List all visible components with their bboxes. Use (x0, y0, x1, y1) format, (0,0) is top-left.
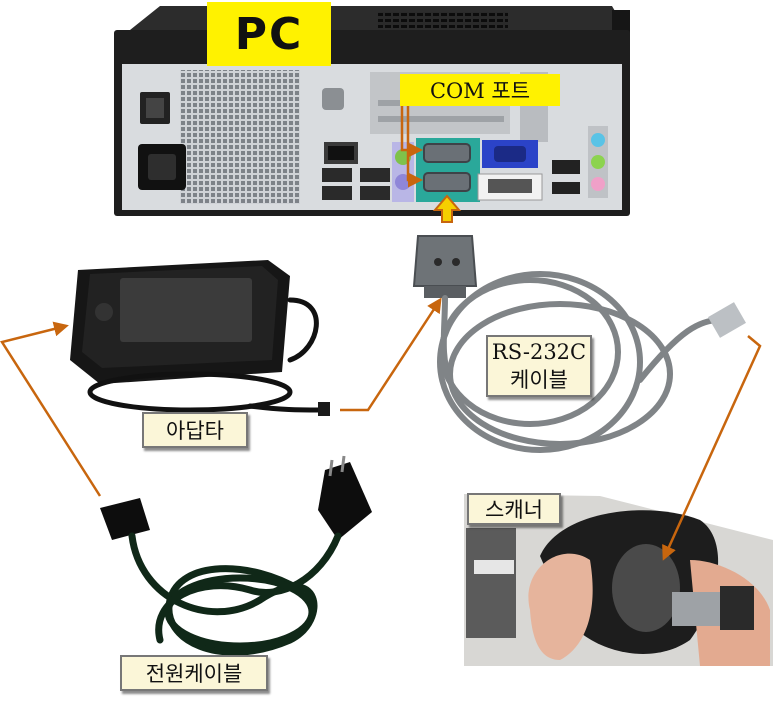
com-port-label: COM 포트 (400, 74, 560, 106)
power-cable-label: 전원케이블 (120, 655, 268, 691)
pc-label: PC (207, 2, 331, 66)
power-cable (100, 455, 372, 656)
scanner-label: 스캐너 (467, 493, 561, 525)
rs232c-cable-label: RS-232C 케이블 (486, 335, 592, 397)
rs232c-label-line1: RS-232C (491, 340, 587, 364)
pc-chassis (114, 6, 630, 216)
up-arrow-icon (432, 194, 462, 223)
rs232c-label-line2: 케이블 (510, 368, 568, 392)
adapter-label: 아답타 (142, 412, 248, 448)
scanner-photo (464, 494, 773, 666)
power-adapter (70, 260, 330, 416)
connector-lines (0, 297, 762, 561)
com-port-pointers (400, 104, 423, 188)
rs232c-cable (412, 235, 746, 453)
